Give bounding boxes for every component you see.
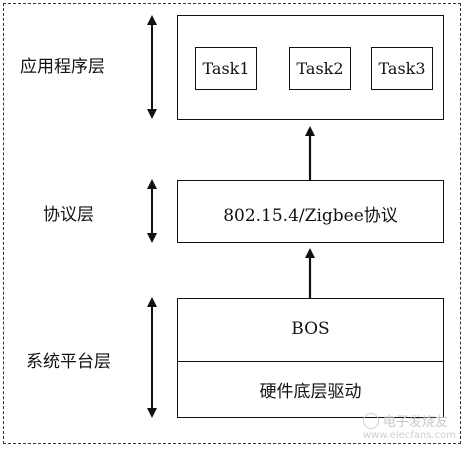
layer-label-protocol: 协议层 xyxy=(43,205,94,225)
task-box-3: Task3 xyxy=(371,47,433,90)
platform-layer-box: BOS 硬件底层驱动 xyxy=(177,298,444,418)
protocol-box-label: 802.15.4/Zigbee协议 xyxy=(223,206,398,226)
hardware-driver-label: 硬件底层驱动 xyxy=(259,382,362,402)
protocol-layer-box: 802.15.4/Zigbee协议 xyxy=(177,180,444,243)
layer-label-platform: 系统平台层 xyxy=(26,352,111,372)
watermark: 电子发烧友 www.elecfans.com xyxy=(362,411,456,441)
application-layer-box: Task1 Task2 Task3 xyxy=(177,15,444,120)
watermark-title: 电子发烧友 xyxy=(382,415,448,430)
diagram-frame xyxy=(3,3,461,444)
layer-label-application: 应用程序层 xyxy=(20,57,105,77)
bos-label: BOS xyxy=(291,319,330,339)
task-box-1: Task1 xyxy=(195,47,257,90)
task-box-2: Task2 xyxy=(289,47,351,90)
watermark-url: www.elecfans.com xyxy=(362,430,456,441)
platform-divider xyxy=(178,361,443,362)
watermark-logo-icon xyxy=(362,412,379,429)
